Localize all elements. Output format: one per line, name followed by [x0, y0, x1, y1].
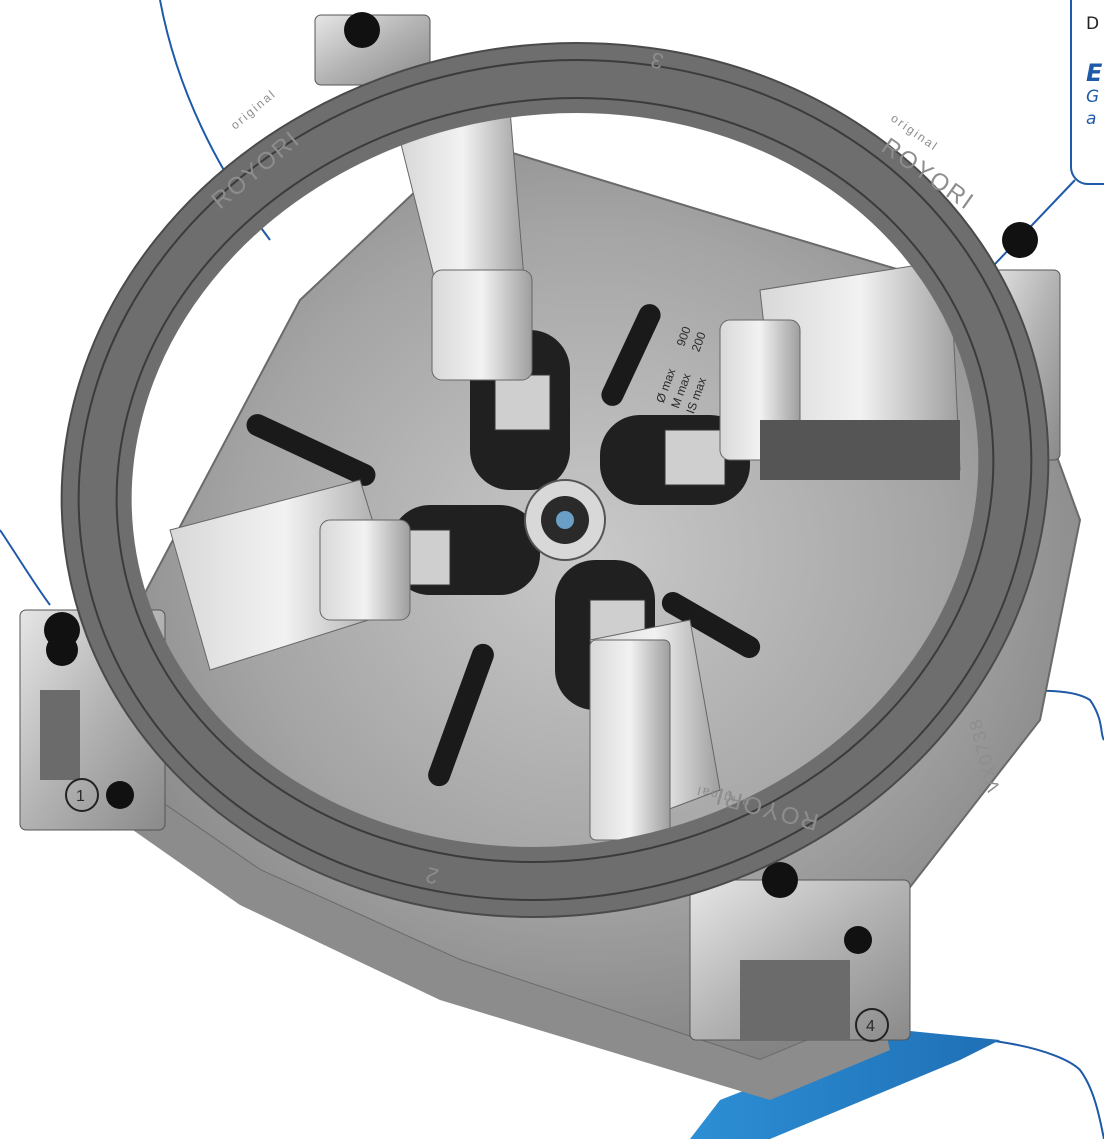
inner-jaw-top — [399, 109, 533, 381]
decor-curve-left — [0, 529, 51, 606]
ring-marker-top: 3 — [646, 46, 666, 74]
inner-jaw-bottom — [589, 619, 721, 841]
feature-callout: D E G a — [1070, 0, 1104, 185]
base-plate-edge — [90, 760, 890, 1100]
ring-screws — [46, 14, 1036, 896]
callout-sub-line2: a — [1086, 109, 1097, 129]
inner-jaw-right — [719, 259, 961, 480]
label-value2: 200 — [689, 330, 709, 354]
outer-jaw-bottom: 4 — [689, 862, 911, 1042]
center-hub — [524, 479, 606, 561]
label-value1: 900 — [674, 324, 694, 348]
callout-text-line: D — [1086, 14, 1100, 34]
ring-tag-top: original — [228, 86, 279, 132]
jaw-number-left: 1 — [76, 788, 85, 805]
blue-stripe — [690, 1030, 1000, 1139]
jaw-number-bottom: 4 — [866, 1018, 875, 1035]
callout-heading: E — [1086, 59, 1103, 87]
inner-jaw-left — [169, 479, 411, 671]
ring-marker-bottom: 2 — [421, 861, 441, 889]
radial-slots — [246, 304, 761, 787]
callout-sub-line1: G — [1086, 87, 1100, 107]
